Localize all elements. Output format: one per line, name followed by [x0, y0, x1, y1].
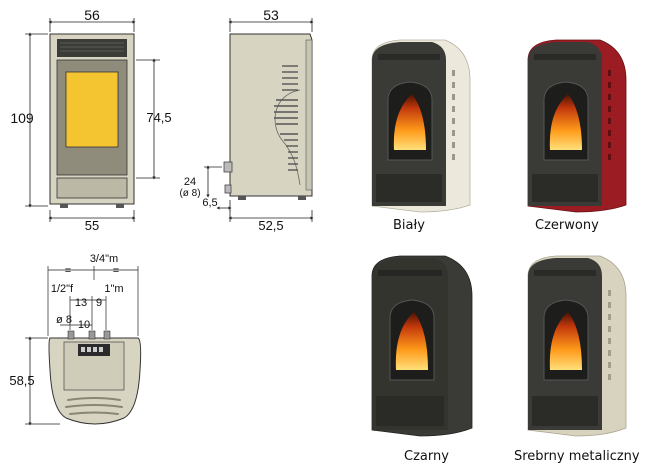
stove-silver [527, 255, 627, 437]
top-pipe-diameter-label: ø 8 [56, 314, 72, 326]
top-conn-12-label: 1/2"f [51, 283, 74, 295]
side-outlet-height-dimension [204, 165, 222, 198]
top-depth-dimension [25, 336, 60, 426]
stove-white [371, 39, 471, 213]
top-equal-right-label: = [113, 265, 119, 277]
color-caption-white: Biały [393, 218, 425, 233]
side-depth-bottom-label: 52,5 [258, 218, 283, 233]
color-caption-silver: Srebrny metaliczny [514, 449, 640, 464]
color-caption-red: Czerwony [535, 218, 599, 233]
stove-black [371, 255, 473, 437]
front-view-drawing [49, 33, 135, 208]
front-width-bottom-dimension [48, 210, 136, 222]
top-spacing-13-label: 13 [75, 297, 87, 309]
top-spacing-9-label: 9 [96, 297, 102, 309]
side-outlet-diameter-label: (ø 8) [179, 188, 200, 199]
front-width-top-label: 56 [84, 7, 100, 23]
stove-red [527, 39, 627, 213]
side-offset-label: 6,5 [202, 197, 217, 209]
front-glass-height-dimension [136, 58, 160, 180]
top-connection-dimensions [47, 266, 139, 336]
color-caption-black: Czarny [404, 449, 449, 464]
front-height-dimension [25, 32, 48, 208]
side-depth-bottom-dimension [228, 210, 314, 222]
side-outlet-height-label: 24 [184, 176, 196, 188]
front-width-bottom-label: 55 [85, 218, 99, 233]
front-glass-height-label: 74,5 [146, 110, 171, 125]
top-conn-34-label: 3/4"m [90, 253, 118, 265]
top-view-drawing [48, 330, 142, 425]
side-depth-top-label: 53 [263, 7, 279, 23]
side-view-drawing [223, 33, 313, 200]
front-width-top-dimension [48, 18, 136, 32]
side-offset-dimension [216, 200, 232, 212]
top-equal-left-label: = [65, 265, 71, 277]
side-depth-top-dimension [228, 18, 314, 32]
top-spacing-10-label: 10 [78, 319, 90, 331]
front-height-label: 109 [10, 110, 34, 126]
top-conn-1-label: 1"m [104, 283, 123, 295]
top-depth-label: 58,5 [9, 373, 34, 388]
